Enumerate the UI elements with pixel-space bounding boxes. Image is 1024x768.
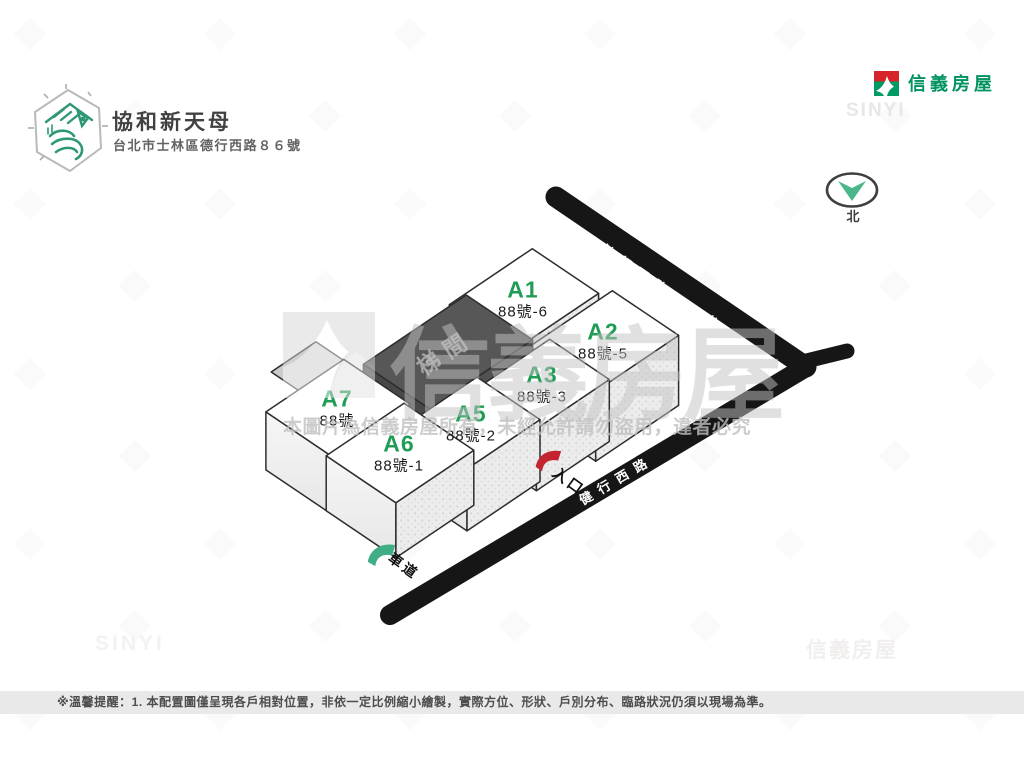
block-A6-top-face — [325, 402, 475, 504]
block-number-A3: 88號-3 — [516, 388, 568, 406]
project-address: 台北市士林區德行西路８６號 — [113, 138, 302, 153]
disclaimer-bar — [0, 691, 1024, 714]
block-id-A6: A6 — [383, 430, 415, 457]
watermark-sinyi-bottom-left: SINYI — [95, 632, 165, 655]
block-number-A7: 88號 — [319, 412, 355, 430]
block-id-A5: A5 — [455, 400, 487, 427]
north-label: 北 — [846, 209, 860, 224]
block-id-A2: A2 — [587, 318, 619, 345]
road-main-line — [380, 357, 816, 625]
block-number-A2: 88號-5 — [577, 345, 629, 363]
brand-logo: 信義房屋 — [874, 70, 996, 96]
road-lane94-line — [545, 186, 817, 378]
block-number-A1: 88號-6 — [497, 303, 549, 321]
project-title: 協和新天母 — [112, 111, 232, 134]
watermark-sinyi-top-right: SINYI — [846, 100, 906, 121]
north-indicator — [825, 172, 879, 208]
watermark-brand-bottom-right: 信義房屋 — [806, 639, 898, 662]
roads — [380, 186, 855, 625]
brand-mark-icon — [874, 70, 899, 96]
north-arrow-icon — [838, 181, 866, 201]
disclaimer-text: ※溫馨提醒：1. 本配置圖僅呈現各戶相對位置，非依一定比例縮小繪製，實際方位、形… — [57, 695, 772, 709]
watermark-notice: 本圖片為信義房屋所有，未經允許請勿盜用，違者必究 — [283, 417, 752, 438]
block-id-A7: A7 — [321, 385, 353, 412]
block-id-A1: A1 — [507, 276, 539, 303]
project-logo-icon — [28, 84, 108, 172]
block-number-A6: 88號-1 — [373, 457, 425, 475]
block-id-A3: A3 — [526, 361, 558, 388]
block-number-A5: 88號-2 — [445, 427, 497, 445]
brand-name: 信義房屋 — [908, 74, 996, 94]
driveway-arrow-icon — [367, 544, 396, 567]
entrance-arrow-icon — [535, 450, 562, 472]
